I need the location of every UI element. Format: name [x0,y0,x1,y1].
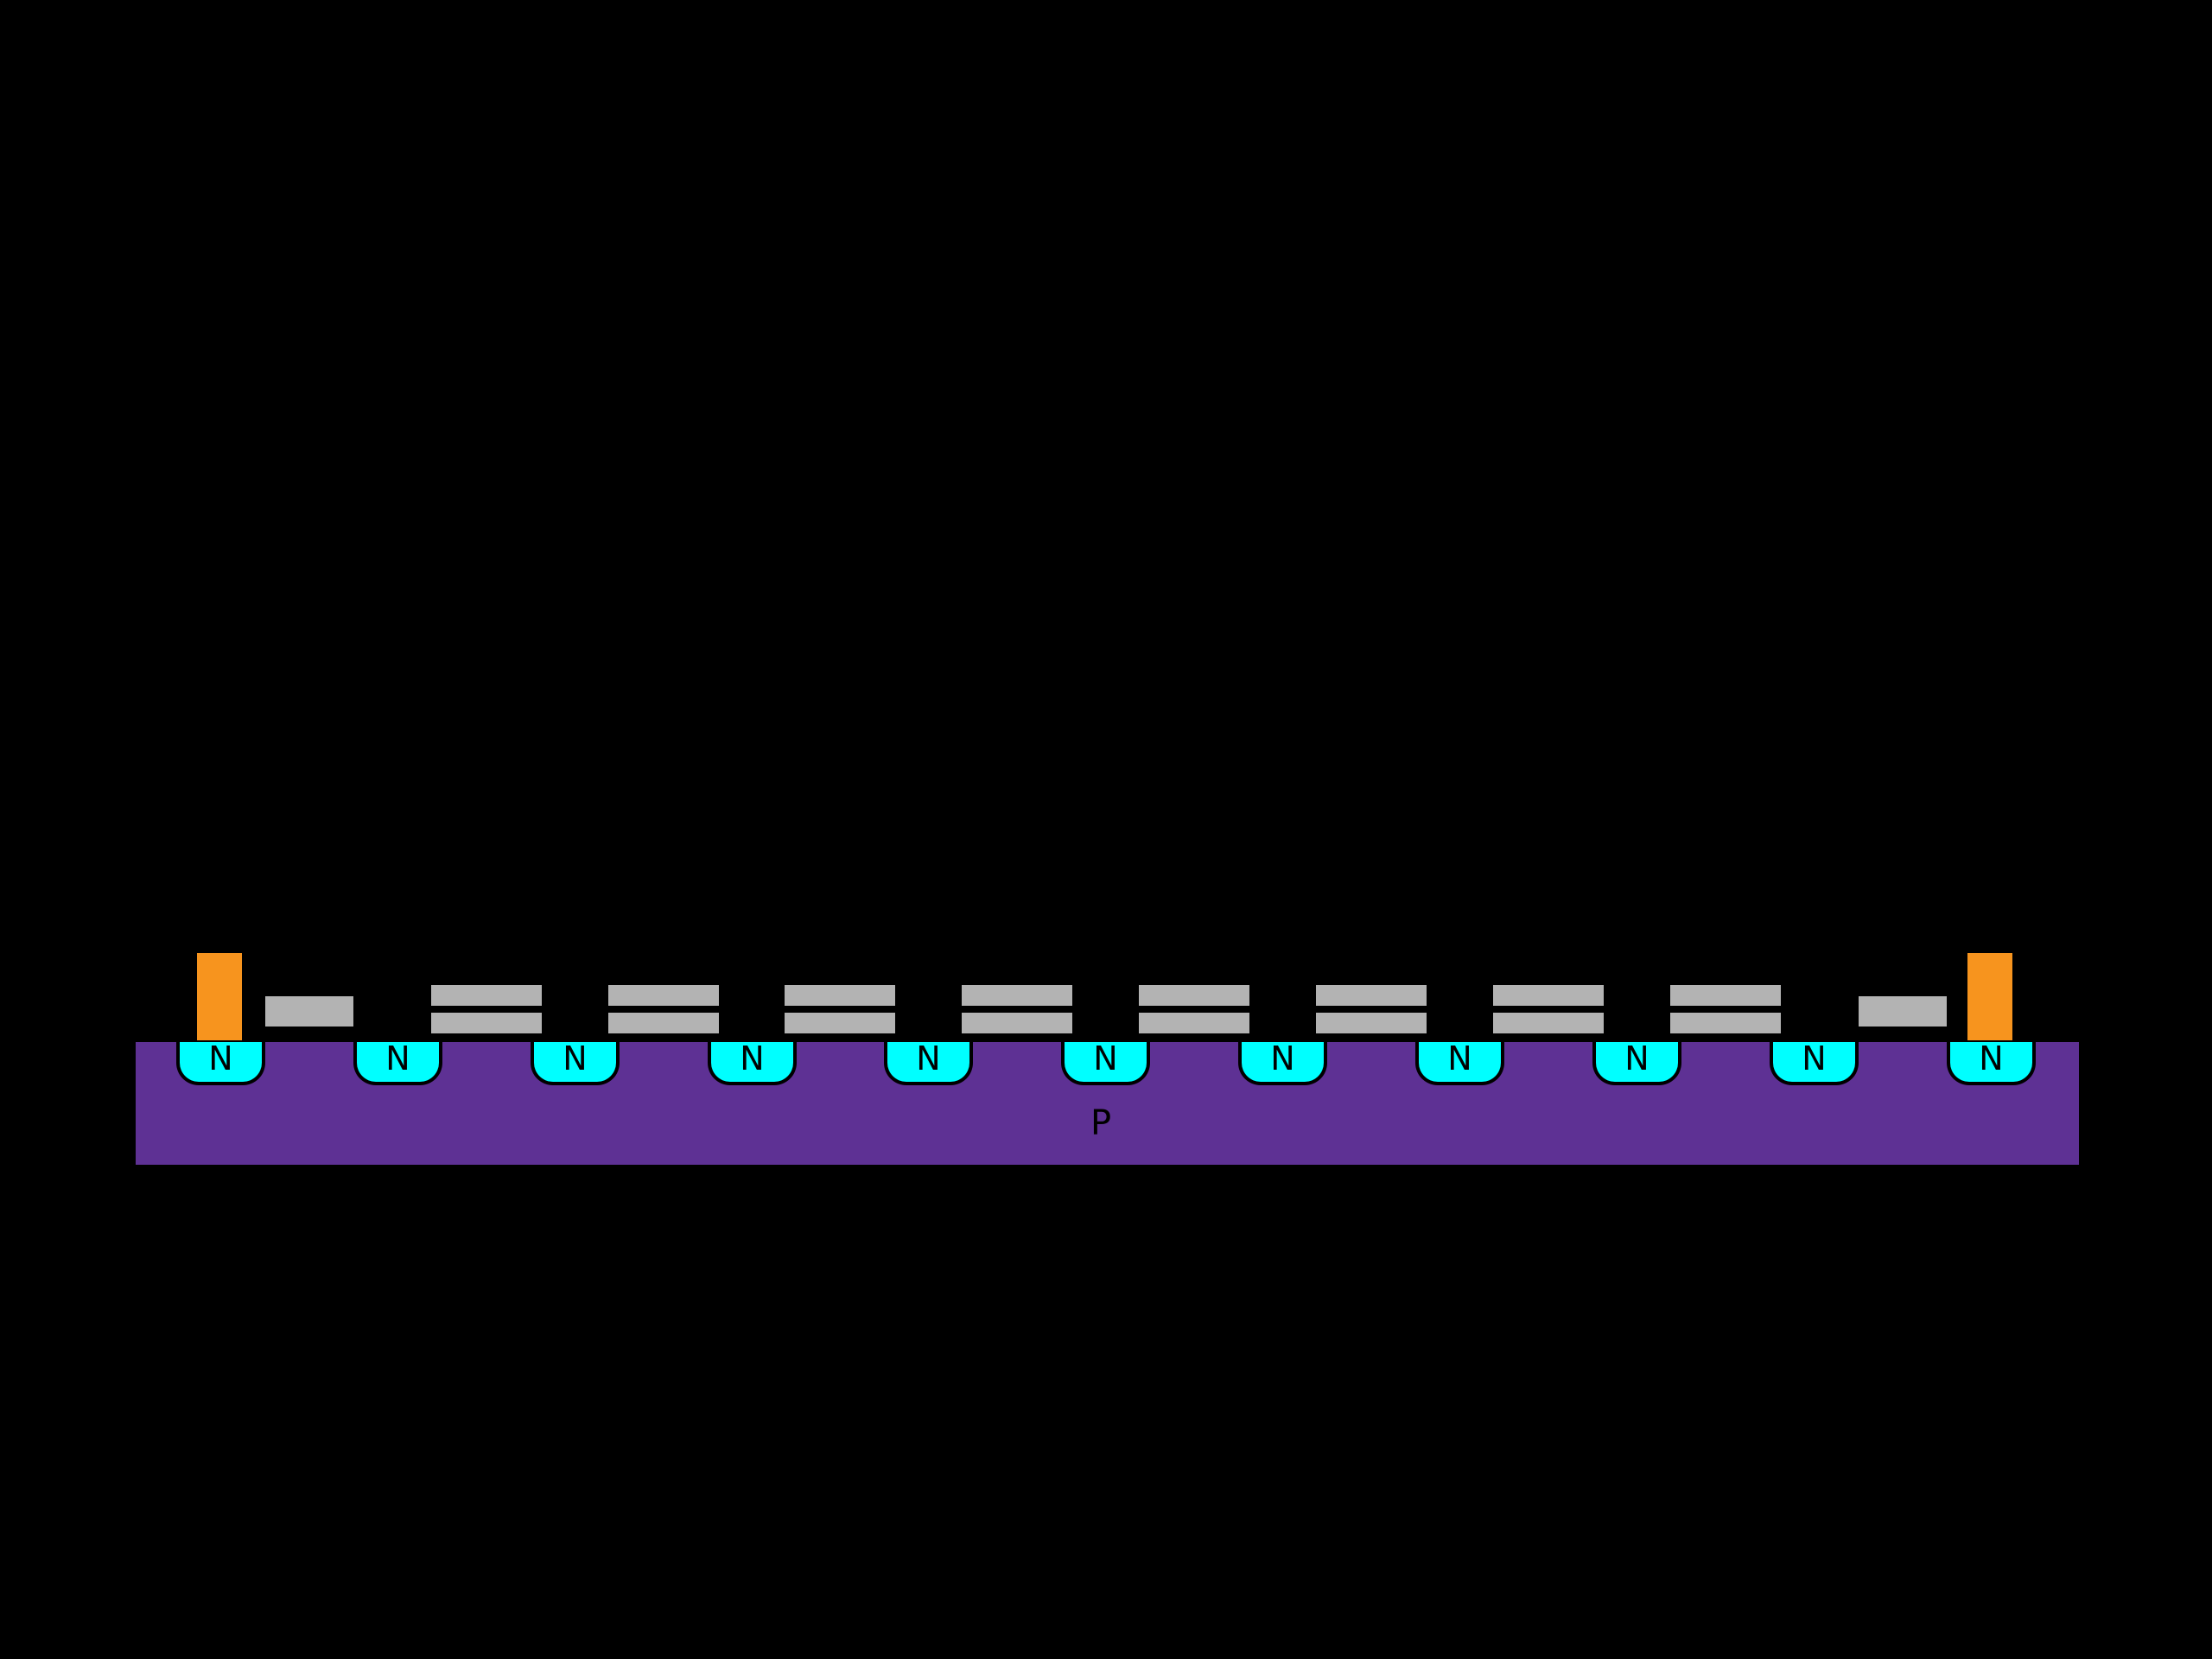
gate-electrode-upper [431,985,542,1006]
gate-electrode-pair [1493,985,1604,1033]
n-well-label: N [385,1039,410,1077]
gate-electrode-pair [608,985,719,1033]
n-well-label: N [1802,1039,1827,1077]
n-well: N [531,1042,620,1085]
gate-electrode-single-right [1859,996,1947,1027]
metal-contact-right [1967,953,2012,1040]
gate-electrode-pair [1139,985,1249,1033]
gate-electrode-pair [785,985,895,1033]
gate-electrode-upper [1670,985,1781,1006]
n-well: N [1770,1042,1859,1085]
gate-electrode-upper [1493,985,1604,1006]
n-well-label: N [740,1039,765,1077]
n-well: N [176,1042,265,1085]
n-well: N [1415,1042,1504,1085]
gate-electrode-lower [608,1013,719,1033]
gate-electrode-upper [1316,985,1427,1006]
n-well-label: N [1979,1039,2004,1077]
n-well: N [1947,1042,2036,1085]
n-well-label: N [1447,1039,1472,1077]
gate-electrode-lower [1316,1013,1427,1033]
gate-electrode-lower [431,1013,542,1033]
gate-electrode-lower [785,1013,895,1033]
gate-electrode-lower [1139,1013,1249,1033]
n-well-label: N [563,1039,588,1077]
n-well: N [1238,1042,1327,1085]
n-well-label: N [1093,1039,1118,1077]
gate-electrode-upper [962,985,1072,1006]
n-well-label: N [916,1039,941,1077]
gate-electrode-upper [1139,985,1249,1006]
gate-electrode-single-left [265,996,353,1027]
gate-electrode-pair [962,985,1072,1033]
n-well-label: N [208,1039,233,1077]
n-well-label: N [1270,1039,1295,1077]
metal-contact-left [197,953,242,1040]
n-well: N [708,1042,797,1085]
n-well: N [1592,1042,1681,1085]
gate-electrode-lower [1493,1013,1604,1033]
gate-electrode-pair [431,985,542,1033]
n-well: N [884,1042,973,1085]
gate-electrode-lower [962,1013,1072,1033]
gate-electrode-upper [785,985,895,1006]
n-well: N [1061,1042,1150,1085]
gate-electrode-upper [608,985,719,1006]
n-well-label: N [1624,1039,1649,1077]
gate-electrode-pair [1316,985,1427,1033]
gate-electrode-lower [1670,1013,1781,1033]
gate-electrode-pair [1670,985,1781,1033]
substrate-label: P [1090,1103,1112,1143]
n-well: N [353,1042,442,1085]
